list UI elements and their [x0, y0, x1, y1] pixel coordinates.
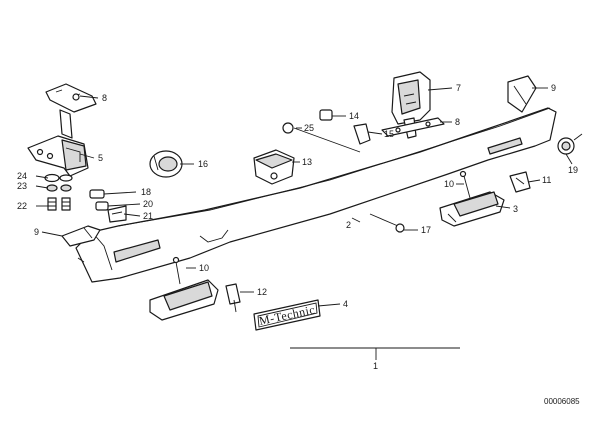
callout-8-top-left: 8 [102, 93, 107, 103]
callout-4: 4 [343, 299, 348, 309]
callout-10-right: 10 [444, 179, 454, 189]
callout-21: 21 [143, 211, 153, 221]
jack-pad-right [439, 191, 505, 227]
callout-3: 3 [513, 204, 518, 214]
callout-25: 25 [304, 123, 314, 133]
fasteners-center [282, 109, 371, 153]
screw-17 [369, 213, 405, 233]
callout-2: 2 [346, 220, 351, 230]
clip-group-left [89, 189, 127, 223]
callout-5: 5 [98, 153, 103, 163]
screw-10-right [459, 170, 471, 199]
callout-10-left: 10 [199, 263, 209, 273]
retaining-plate [381, 117, 445, 137]
callout-16: 16 [198, 159, 208, 169]
callout-22: 22 [17, 201, 27, 211]
clip-right-end [557, 133, 583, 155]
damper-block [253, 149, 295, 185]
callout-14: 14 [349, 111, 359, 121]
grommet-ring [149, 150, 183, 178]
fastener-stack-left [44, 173, 73, 211]
callout-9-left: 9 [34, 227, 39, 237]
jack-pad-left [149, 279, 219, 321]
drawing-number: 00006085 [544, 397, 580, 406]
end-cap-right [507, 75, 537, 113]
callout-19: 19 [568, 165, 578, 175]
side-skirt-panel [75, 107, 557, 283]
callout-17: 17 [421, 225, 431, 235]
m-technic-badge: M-Technic [253, 299, 321, 331]
callout-23: 23 [17, 181, 27, 191]
callout-24: 24 [17, 171, 27, 181]
rivet-12 [225, 283, 241, 313]
screw-10-left [172, 256, 181, 285]
callout-1: 1 [373, 361, 378, 371]
callout-13: 13 [302, 157, 312, 167]
clip-11 [509, 171, 531, 193]
support-bracket [27, 83, 97, 177]
callout-18: 18 [141, 187, 151, 197]
end-cap-left [61, 225, 101, 247]
callout-20: 20 [143, 199, 153, 209]
callout-15: 15 [384, 129, 394, 139]
callout-12: 12 [257, 287, 267, 297]
callout-9-right: 9 [551, 83, 556, 93]
callout-leaders [35, 87, 573, 360]
callout-11: 11 [542, 175, 551, 185]
callout-7: 7 [456, 83, 461, 93]
callout-8-right: 8 [455, 117, 460, 127]
